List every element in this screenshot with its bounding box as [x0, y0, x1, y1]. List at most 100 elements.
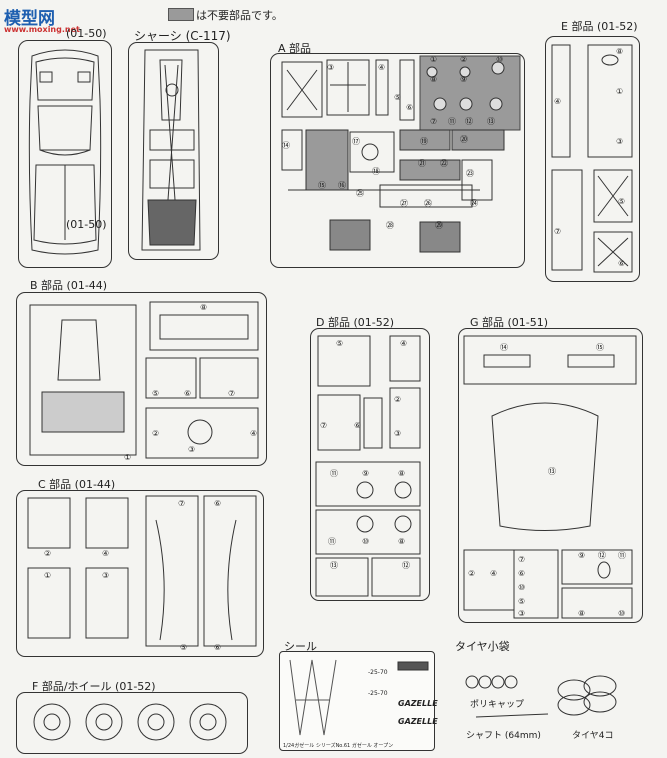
svg-text:⑬: ⑬ — [548, 467, 556, 476]
svg-text:㉑: ㉑ — [418, 159, 426, 168]
chassis-frame — [128, 42, 219, 260]
svg-text:⑧: ⑧ — [616, 47, 623, 56]
svg-text:④: ④ — [400, 339, 407, 348]
svg-text:㉕: ㉕ — [356, 189, 364, 198]
watermark-logo: 模型网 — [4, 9, 55, 29]
svg-text:⑦: ⑦ — [518, 555, 525, 564]
e-part-numbers: ⑧ ④ ① ③ ⑤ ⑦ ⑥ — [554, 47, 625, 268]
decal-text-2: GAZELLE — [398, 717, 438, 726]
svg-text:③: ③ — [327, 63, 334, 72]
svg-text:⑧: ⑧ — [398, 469, 405, 478]
svg-text:⑧: ⑧ — [430, 75, 437, 84]
d-part-numbers: ⑤ ④ ② ③ ⑦ ⑥ ⑪ ⑨ ⑧ ⑪ ⑩ ⑧ ⑬ ⑫ — [320, 339, 410, 570]
svg-text:㉔: ㉔ — [470, 199, 478, 208]
svg-text:⑯: ⑯ — [338, 181, 346, 190]
svg-text:①: ① — [124, 453, 131, 462]
svg-text:⑥: ⑥ — [214, 499, 221, 508]
e-sprue-drawing — [551, 44, 633, 273]
g-sprue-drawing — [463, 335, 637, 619]
svg-text:⑬: ⑬ — [487, 117, 495, 126]
svg-text:②: ② — [152, 429, 159, 438]
svg-text:③: ③ — [188, 445, 195, 454]
f-wheels-drawing — [33, 703, 227, 741]
b-parts-frame — [16, 292, 267, 466]
f-parts-title: F 部品/ホイール (01-52) — [32, 680, 156, 693]
d-parts-title: D 部品 (01-52) — [316, 316, 395, 329]
d-parts-frame — [310, 328, 430, 601]
svg-text:⑥: ⑥ — [618, 259, 625, 268]
decal-text-3: -25-70 — [368, 669, 388, 676]
svg-text:⑥: ⑥ — [518, 569, 525, 578]
svg-text:⑲: ⑲ — [420, 137, 428, 146]
svg-text:⑧: ⑧ — [200, 303, 207, 312]
d-sprue-drawing — [315, 335, 421, 597]
svg-text:⑭: ⑭ — [500, 343, 508, 352]
svg-text:⑩: ⑩ — [362, 537, 369, 546]
svg-text:⑩: ⑩ — [496, 55, 503, 64]
decal-text-1: GAZELLE — [398, 699, 438, 708]
svg-text:⑦: ⑦ — [178, 499, 185, 508]
svg-text:③: ③ — [102, 571, 109, 580]
g-parts-title: G 部品 (01-51) — [470, 316, 549, 329]
svg-text:③: ③ — [616, 137, 623, 146]
c-parts-frame — [16, 490, 264, 657]
a-parts-frame — [270, 53, 525, 268]
svg-text:㉒: ㉒ — [440, 159, 448, 168]
car-body-drawing — [28, 49, 102, 255]
poly-cap-label: ポリキャップ — [470, 700, 525, 710]
svg-text:⑪: ⑪ — [330, 469, 338, 478]
decal-text-4: -25-70 — [368, 690, 388, 697]
svg-text:⑮: ⑮ — [596, 343, 604, 352]
svg-text:⑪: ⑪ — [618, 551, 626, 560]
f-parts-frame — [16, 692, 248, 754]
svg-text:⑭: ⑭ — [282, 141, 290, 150]
body-code: (01-50) — [66, 27, 107, 40]
body-code-lower: (01-50) — [66, 218, 107, 231]
svg-text:①: ① — [616, 87, 623, 96]
svg-text:⑫: ⑫ — [465, 117, 473, 126]
watermark-url: www.moxing.net — [4, 25, 80, 34]
b-parts-title: B 部品 (01-44) — [30, 279, 108, 292]
svg-text:⑧: ⑧ — [398, 537, 405, 546]
decal-artwork — [289, 659, 429, 736]
g-parts-frame — [458, 328, 643, 623]
svg-text:②: ② — [44, 549, 51, 558]
svg-text:⑩: ⑩ — [518, 583, 525, 592]
svg-text:⑦: ⑦ — [430, 117, 437, 126]
c-parts-title: C 部品 (01-44) — [38, 478, 116, 491]
svg-text:⑪: ⑪ — [448, 117, 456, 126]
tire-count-label: タイヤ4コ — [572, 731, 614, 741]
svg-text:②: ② — [468, 569, 475, 578]
svg-text:⑥: ⑥ — [354, 421, 361, 430]
a-parts-title: A 部品 — [278, 42, 312, 55]
svg-text:⑧: ⑧ — [578, 609, 585, 618]
svg-text:⑰: ⑰ — [352, 137, 360, 146]
shaft-label: シャフト (64mm) — [466, 731, 541, 741]
chassis-title: シャーシ (C-117) — [134, 29, 231, 43]
svg-text:⑨: ⑨ — [460, 75, 467, 84]
g-part-numbers: ⑭ ⑮ ⑬ ② ④ ⑦ ⑥ ⑩ ⑤ ③ ⑨ ⑫ ⑪ ⑧ ⑩ — [468, 343, 626, 618]
svg-text:⑦: ⑦ — [228, 389, 235, 398]
a-part-numbers: ③ ④ ① ② ⑧ ⑨ ⑪ ⑫ ⑬ ⑩ ⑤ ⑦ ⑥ ⑭ ⑰ ⑱ ⑲ ⑳ ⑮ ⑯ … — [282, 55, 503, 230]
svg-text:⑦: ⑦ — [320, 421, 327, 430]
svg-text:⑪: ⑪ — [328, 537, 336, 546]
b-part-numbers: ⑧ ⑤ ⑥ ⑦ ② ③ ④ ① — [124, 303, 257, 462]
svg-text:①: ① — [430, 55, 437, 64]
svg-text:④: ④ — [554, 97, 561, 106]
c-sprue-drawing — [27, 495, 257, 647]
decal-footer: 1/24ガゼール シリーズNo.61 ガゼール オープン — [283, 743, 394, 749]
svg-text:㉗: ㉗ — [400, 199, 408, 208]
svg-text:③: ③ — [394, 429, 401, 438]
svg-text:④: ④ — [490, 569, 497, 578]
svg-text:㉖: ㉖ — [424, 199, 432, 208]
svg-text:⑳: ⑳ — [460, 135, 468, 144]
svg-text:⑥: ⑥ — [214, 643, 221, 652]
svg-text:⑦: ⑦ — [554, 227, 561, 236]
svg-text:②: ② — [460, 55, 467, 64]
tire-bag-title: タイヤ小袋 — [455, 640, 510, 653]
e-parts-frame — [545, 36, 640, 282]
body-frame — [18, 40, 112, 268]
svg-text:③: ③ — [518, 609, 525, 618]
svg-text:㉘: ㉘ — [386, 221, 394, 230]
